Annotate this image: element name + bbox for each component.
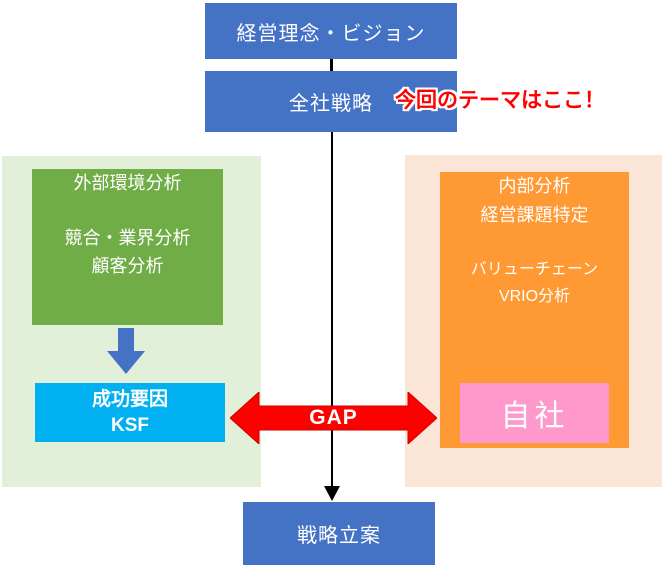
corporate-strategy-box: 全社戦略 bbox=[205, 71, 457, 132]
gap-double-arrow-icon bbox=[230, 392, 437, 444]
ksf-line1: 成功要因 bbox=[91, 388, 168, 410]
spacer bbox=[32, 197, 223, 224]
internal-analysis-line2: 経営課題特定 bbox=[480, 205, 589, 225]
strategy-planning-label: 戦略立案 bbox=[297, 525, 381, 547]
blue-down-block-arrow-icon bbox=[107, 328, 145, 374]
spacer bbox=[440, 230, 629, 256]
internal-analysis-line1: 内部分析 bbox=[498, 176, 571, 196]
main-flow-line bbox=[331, 132, 333, 486]
internal-analysis-line4: VRIO分析 bbox=[498, 288, 571, 305]
vision-label: 経営理念・ビジョン bbox=[236, 22, 426, 45]
vision-box: 経営理念・ビジョン bbox=[205, 3, 457, 59]
ksf-line2: KSF bbox=[111, 414, 149, 436]
external-analysis-line2: 競合・業界分析 bbox=[64, 228, 191, 248]
ksf-box: 成功要因 KSF bbox=[35, 383, 225, 442]
external-analysis-title: 外部環境分析 bbox=[73, 173, 182, 193]
own-company-label: 自社 bbox=[500, 400, 569, 433]
strategy-planning-box: 戦略立案 bbox=[243, 502, 435, 565]
theme-annotation: 今回のテーマはここ！ bbox=[395, 89, 605, 112]
connector-line-top bbox=[330, 59, 333, 72]
external-analysis-line3: 顧客分析 bbox=[91, 256, 164, 276]
gap-label: GAP bbox=[309, 406, 358, 429]
internal-analysis-line3: バリューチェーン bbox=[470, 261, 599, 278]
external-analysis-box: 外部環境分析 競合・業界分析 顧客分析 bbox=[32, 169, 223, 325]
down-arrowhead-icon bbox=[324, 486, 340, 501]
own-company-box: 自社 bbox=[460, 383, 609, 443]
corporate-strategy-label: 全社戦略 bbox=[289, 93, 373, 115]
